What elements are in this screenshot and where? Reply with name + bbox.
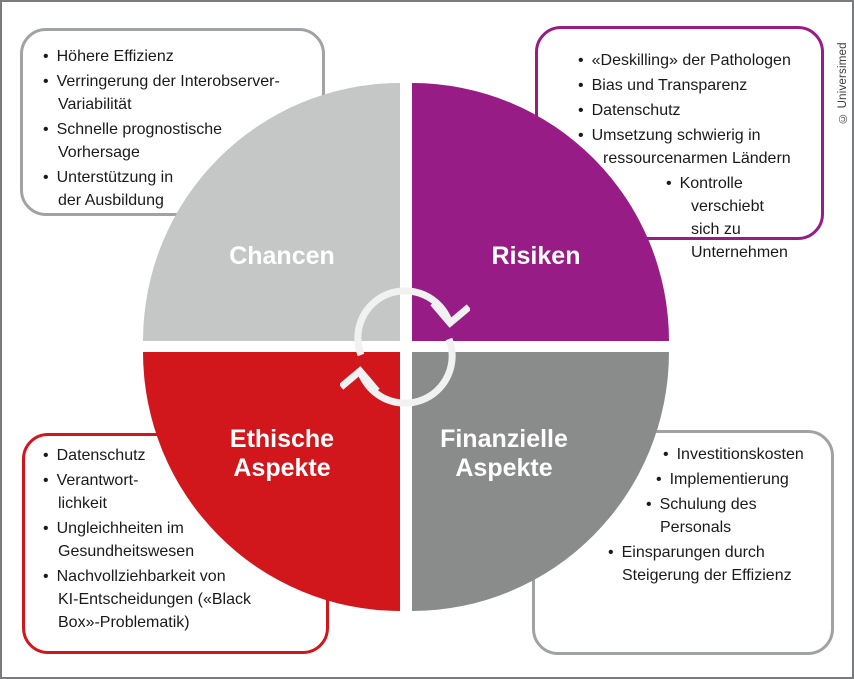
cycle-arrows-icon xyxy=(340,287,470,407)
label-ethische-aspekte: Ethische Aspekte xyxy=(229,425,335,482)
risiken-list: «Deskilling» der PathologenBias und Tran… xyxy=(554,49,813,264)
list-item: Kontrolle verschiebt sich zu Unternehmen xyxy=(666,172,813,264)
list-item: Unterstützung in der Ausbildung xyxy=(43,166,314,212)
list-item: Schnelle prognostische Vorhersage xyxy=(43,118,314,164)
copyright: © Universimed xyxy=(837,42,849,124)
chancen-list: Höhere EffizienzVerringerung der Interob… xyxy=(43,45,314,212)
list-item: Verringerung der Interobserver- Variabil… xyxy=(43,70,314,116)
list-item: Investitionskosten xyxy=(663,443,823,466)
list-item: Datenschutz xyxy=(578,99,813,122)
label-finanzielle-aspekte: Finanzielle Aspekte xyxy=(440,425,568,482)
list-item: Ungleichheiten im Gesundheitswesen xyxy=(43,517,318,563)
finanzielle-aspekte-list: InvestitionskostenImplementierungSchulun… xyxy=(551,443,823,587)
ethische-aspekte-list: DatenschutzVerantwort- lichkeitUngleichh… xyxy=(43,444,318,634)
list-item: Implementierung xyxy=(656,468,823,491)
list-item: Datenschutz xyxy=(43,444,318,467)
label-chancen: Chancen xyxy=(229,242,335,270)
list-item: Verantwort- lichkeit xyxy=(43,469,318,515)
list-item: Schulung des Personals xyxy=(646,493,823,539)
list-item: Umsetzung schwierig in ressourcenarmen L… xyxy=(578,124,813,170)
list-item: Nachvollziehbarkeit von KI-Entscheidunge… xyxy=(43,565,318,634)
label-risiken: Risiken xyxy=(491,242,581,270)
list-item: Bias und Transparenz xyxy=(578,74,813,97)
list-item: Höhere Effizienz xyxy=(43,45,314,68)
list-item: Einsparungen durch Steigerung der Effizi… xyxy=(608,541,823,587)
list-item: «Deskilling» der Pathologen xyxy=(578,49,813,72)
